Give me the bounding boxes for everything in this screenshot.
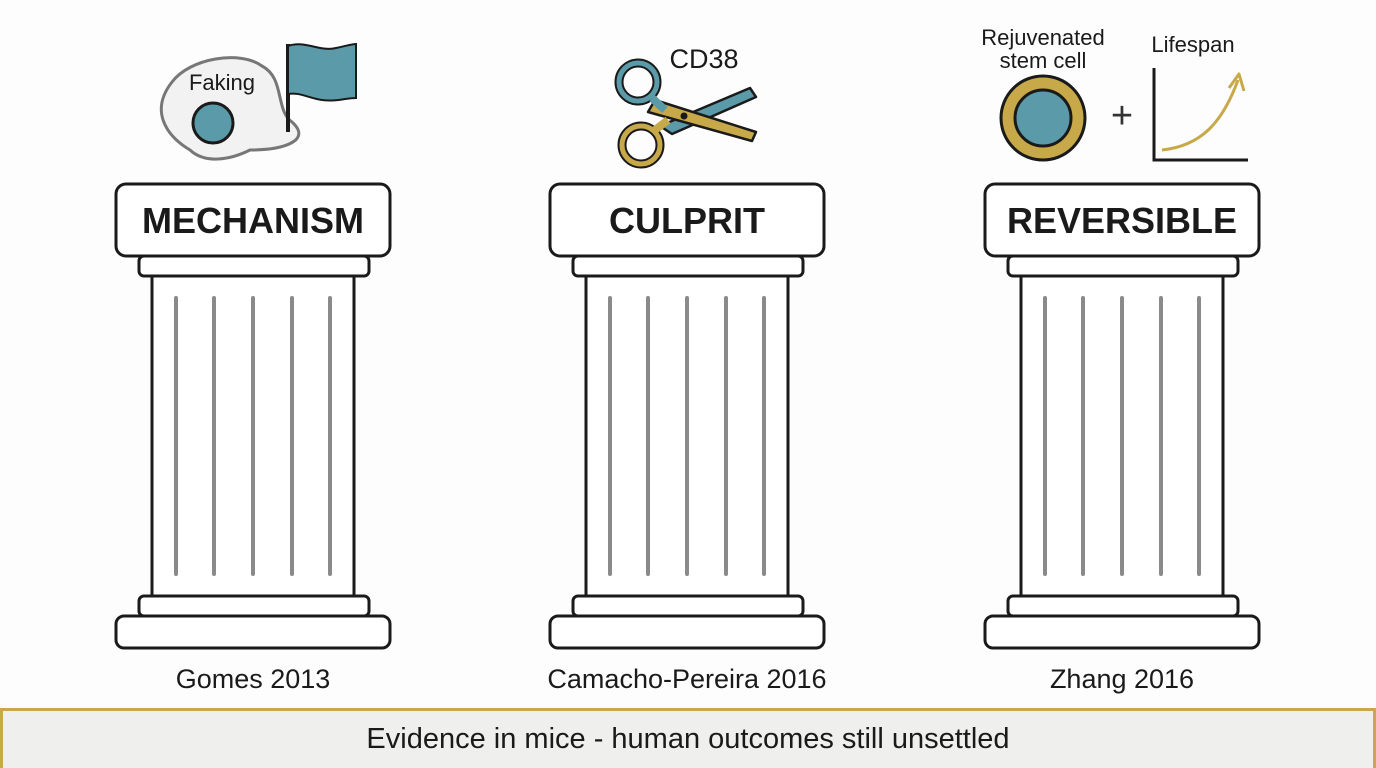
fried-egg-flag-icon: [159, 42, 357, 161]
icon-text-line2: stem cell: [1000, 48, 1087, 73]
pillar-culprit: CD38 CULPRIT Camacho-Pereira 2016: [547, 44, 826, 694]
stem-cell-icon: [999, 74, 1087, 162]
pillar-citation: Zhang 2016: [1050, 664, 1194, 694]
lifespan-graph-icon: [1152, 68, 1248, 162]
plus-sign: +: [1111, 95, 1133, 137]
pillar-label: MECHANISM: [142, 200, 364, 241]
icon-text: CD38: [669, 44, 738, 74]
pillars-diagram: Faking MECHANISM Gomes 2013: [114, 25, 1261, 694]
graph-label: Lifespan: [1151, 32, 1234, 57]
footer-text: Evidence in mice - human outcomes still …: [366, 723, 1010, 755]
pillar-citation: Camacho-Pereira 2016: [547, 664, 826, 694]
pillar-label: REVERSIBLE: [1007, 200, 1237, 241]
scissors-icon: [614, 58, 758, 169]
footer-banner: Evidence in mice - human outcomes still …: [0, 708, 1376, 768]
pillar-reversible: Rejuvenated stem cell + Lifespan REVERSI…: [981, 25, 1261, 694]
pillar-mechanism: Faking MECHANISM Gomes 2013: [114, 42, 392, 694]
icon-text-line1: Rejuvenated: [981, 25, 1105, 50]
pillar-citation: Gomes 2013: [176, 664, 331, 694]
icon-text: Faking: [189, 70, 255, 95]
pillar-label: CULPRIT: [609, 200, 765, 241]
